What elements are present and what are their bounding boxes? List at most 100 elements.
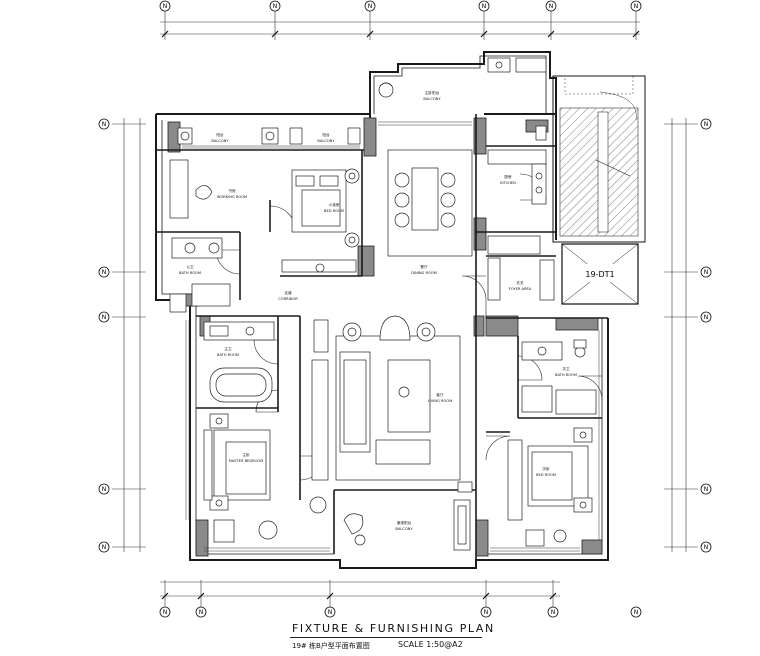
svg-text:景观阳台: 景观阳台 (397, 520, 412, 525)
svg-text:N: N (273, 3, 278, 10)
axis-bubble-bottom-5: N (547, 606, 559, 618)
svg-text:主卫: 主卫 (224, 346, 232, 351)
svg-text:DINING ROOM: DINING ROOM (411, 271, 436, 275)
title-underline (290, 637, 482, 638)
svg-text:N: N (482, 3, 487, 10)
elevator-shaft: 19-DT1 (561, 243, 639, 305)
svg-text:N: N (704, 486, 709, 493)
svg-text:N: N (634, 609, 639, 616)
room-label-bed-room-1: 小孩房 BED ROOM (324, 202, 344, 213)
svg-text:CORRIDOR: CORRIDOR (278, 297, 298, 301)
room-label-master-bedroom: 主卧 MASTER BEDROOM (229, 452, 264, 463)
room-label-corridor: 走道 CORRIDOR (278, 290, 298, 301)
stair-core (552, 75, 646, 243)
svg-text:N: N (102, 486, 107, 493)
svg-text:N: N (704, 121, 709, 128)
svg-text:FOYER AREA: FOYER AREA (509, 287, 532, 291)
plan-title: FIXTURE & FURNISHING PLAN (292, 622, 495, 635)
svg-text:主卧: 主卧 (242, 452, 250, 457)
axis-bubble-bottom-1: N (159, 606, 171, 618)
svg-text:BATH ROOM: BATH ROOM (217, 353, 239, 357)
window-lines (182, 121, 600, 552)
svg-text:次卫: 次卫 (562, 366, 570, 371)
svg-text:BED ROOM: BED ROOM (324, 209, 344, 213)
svg-text:N: N (704, 314, 709, 321)
svg-text:N: N (328, 609, 333, 616)
svg-text:BATH ROOM: BATH ROOM (179, 271, 201, 275)
room-label-balcony-bottom: 景观阳台 BALCONY (395, 520, 413, 531)
svg-text:BATH ROOM: BATH ROOM (555, 373, 577, 377)
svg-text:N: N (634, 3, 639, 10)
room-label-working-room: 书房 WORKING ROOM (217, 188, 247, 199)
svg-text:N: N (102, 314, 107, 321)
svg-text:书房: 书房 (228, 188, 236, 193)
svg-text:N: N (102, 544, 107, 551)
axis-bubble-left-2: N (98, 266, 110, 278)
svg-text:阳台: 阳台 (216, 132, 224, 137)
interior-walls (156, 114, 608, 560)
svg-text:N: N (199, 609, 204, 616)
svg-text:N: N (704, 269, 709, 276)
axis-bubble-right-3: N (700, 311, 712, 323)
svg-text:LIVING ROOM: LIVING ROOM (428, 399, 452, 403)
svg-text:N: N (163, 609, 168, 616)
axis-bubble-top-1: N (159, 0, 171, 12)
axis-bubble-top-6: N (630, 0, 642, 12)
room-label-foyer-area: 玄关 FOYER AREA (509, 280, 532, 291)
svg-text:N: N (102, 121, 107, 128)
axis-bubble-top-4: N (478, 0, 490, 12)
svg-text:KITCHEN: KITCHEN (500, 181, 516, 185)
svg-text:N: N (102, 269, 107, 276)
room-label-bath-room-3: 次卫 BATH ROOM (555, 366, 577, 377)
room-labels: 主卧 阳台 BALCONY 阳台 BALCONY 阳台 BALCONY 厨房 KITCHE… (179, 90, 577, 531)
room-label-kitchen: 厨房 KITCHEN (500, 174, 516, 185)
svg-text:N: N (484, 609, 489, 616)
axis-bubble-top-5: N (545, 0, 557, 12)
svg-text:BALCONY: BALCONY (395, 527, 413, 531)
dimension-lines (112, 10, 698, 608)
dimension-ticks (161, 30, 640, 600)
svg-text:玄关: 玄关 (516, 280, 524, 285)
svg-text:N: N (98, 609, 103, 616)
axis-bubble-right-1: N (700, 118, 712, 130)
room-label-bed-room-2: 次卧 BED ROOM (536, 466, 556, 477)
svg-text:N: N (549, 3, 554, 10)
svg-text:N: N (163, 3, 168, 10)
axis-bubble-top-2: N (269, 0, 281, 12)
room-label-balcony-left: 阳台 BALCONY (211, 132, 229, 143)
svg-text:厨房: 厨房 (504, 174, 512, 179)
room-label-balcony-mid: 阳台 BALCONY (317, 132, 335, 143)
plan-scale: SCALE 1:50@A2 (398, 640, 463, 649)
svg-text:阳台: 阳台 (322, 132, 330, 137)
svg-text:餐厅: 餐厅 (420, 264, 428, 269)
svg-text:小孩房: 小孩房 (329, 202, 340, 207)
axis-bubble-left-1: N (98, 118, 110, 130)
svg-text:N: N (704, 544, 709, 551)
svg-text:MASTER BEDROOM: MASTER BEDROOM (229, 459, 264, 463)
room-label-bath-room-2: 主卫 BATH ROOM (217, 346, 239, 357)
svg-text:次卧: 次卧 (542, 466, 550, 471)
axis-bubble-bottom-3: N (324, 606, 336, 618)
axis-bubble-top-3: N (364, 0, 376, 12)
svg-text:BALCONY: BALCONY (317, 139, 335, 143)
plan-subtitle: 19# 栋B户型平面布置图 (292, 642, 370, 650)
axis-bubble-left-5: N (98, 541, 110, 553)
svg-text:WORKING ROOM: WORKING ROOM (217, 195, 247, 199)
room-label-dining-room: 餐厅 DINING ROOM (411, 264, 436, 275)
axis-bubble-left-3: N (98, 311, 110, 323)
room-label-living-room: 客厅 LIVING ROOM (428, 392, 452, 403)
terrace-fixtures (378, 57, 547, 98)
svg-text:走道: 走道 (284, 290, 292, 295)
axis-bubble-left-4: N (98, 483, 110, 495)
elevator-label: 19-DT1 (585, 270, 614, 279)
svg-text:BED ROOM: BED ROOM (536, 473, 556, 477)
axis-bubble-bottom-2: N (195, 606, 207, 618)
grid-axis-bubbles: N N N N N N N N N N N N N N N N N N N N … (98, 0, 712, 618)
axis-bubble-right-5: N (700, 541, 712, 553)
svg-text:BALCONY: BALCONY (211, 139, 229, 143)
svg-text:客厅: 客厅 (436, 392, 444, 397)
svg-text:N: N (551, 609, 556, 616)
